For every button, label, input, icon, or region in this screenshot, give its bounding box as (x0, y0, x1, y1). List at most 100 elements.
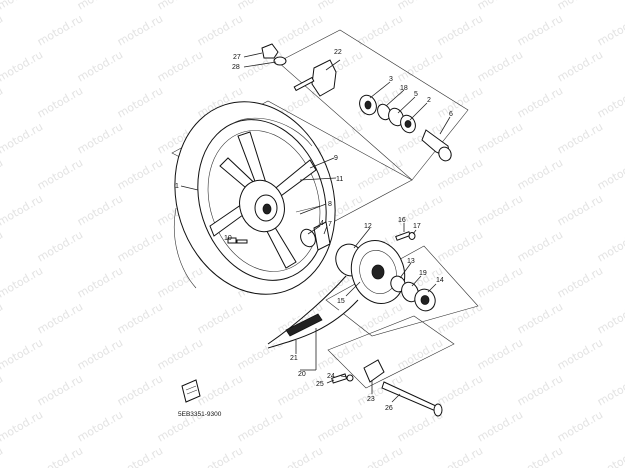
washer-28 (273, 56, 287, 66)
watermark-text: motod.ru (595, 12, 625, 48)
watermark-text: motod.ru (35, 228, 85, 264)
callout-18: 18 (400, 85, 408, 92)
spacer-6-end (438, 146, 452, 162)
watermark-text: motod.ru (155, 0, 205, 13)
guide-line-8 (295, 205, 321, 213)
watermark-text: motod.ru (435, 12, 485, 48)
leader-lines (180, 52, 451, 403)
watermark-text: motod.ru (115, 372, 165, 408)
watermark-text: motod.ru (235, 408, 285, 444)
drive-chain (267, 275, 359, 349)
watermark-text: motod.ru (595, 156, 625, 192)
watermark-text: motod.ru (35, 12, 85, 48)
watermark-text: motod.ru (195, 12, 245, 48)
callout-27: 27 (233, 54, 241, 61)
callout-21: 21 (290, 355, 298, 362)
tire-tread-line (231, 117, 313, 147)
watermark-text: motod.ru (435, 228, 485, 264)
callout-10: 10 (224, 235, 232, 242)
callout-19: 19 (419, 270, 427, 277)
watermark-text: motod.ru (515, 84, 565, 120)
watermark-text: motod.ru (155, 336, 205, 372)
watermark-text: motod.ru (475, 264, 525, 300)
watermark-text: motod.ru (75, 0, 125, 13)
watermark-text: motod.ru (435, 84, 485, 120)
watermark-text: motod.ru (515, 300, 565, 336)
watermark-text: motod.ru (555, 48, 605, 84)
circlip-18 (377, 103, 391, 121)
watermark-text: motod.ru (195, 372, 245, 408)
watermark-text: motod.ru (315, 408, 365, 444)
watermark-text: motod.ru (115, 84, 165, 120)
sprocket-bore (371, 264, 385, 280)
callout-28: 28 (232, 64, 240, 71)
circlip-19 (401, 281, 419, 303)
nut-24 (346, 374, 354, 382)
watermark-text: motod.ru (115, 156, 165, 192)
callout-1: 1 (175, 183, 179, 190)
callout-20: 20 (298, 371, 306, 378)
valve-body (227, 237, 237, 244)
watermark-text: motod.ru (435, 372, 485, 408)
hub-bore (262, 203, 272, 215)
oil-seal-14-bore (420, 295, 430, 305)
watermark-text: motod.ru (555, 336, 605, 372)
lower-axle-parts (331, 359, 443, 417)
watermark-text: motod.ru (0, 300, 5, 336)
watermark-text: motod.ru (515, 444, 565, 468)
watermark-text: motod.ru (0, 0, 45, 13)
watermark-text: motod.ru (75, 48, 125, 84)
upper-axle-plane (277, 29, 469, 181)
watermark-text: motod.ru (395, 336, 445, 372)
callout-22: 22 (334, 49, 342, 56)
callout-14: 14 (436, 277, 444, 284)
watermark-text: motod.ru (475, 192, 525, 228)
callout-5: 5 (414, 91, 418, 98)
watermark-text: motod.ru (475, 408, 525, 444)
axle-head-26 (433, 403, 443, 417)
bearing-5 (388, 107, 404, 127)
callout-8: 8 (328, 201, 332, 208)
bearing-2-bore (404, 120, 412, 128)
watermark-text: motod.ru (595, 372, 625, 408)
callout-4: 4 (320, 220, 324, 227)
watermark-text: motod.ru (475, 336, 525, 372)
callout-12: 12 (364, 223, 372, 230)
watermark-text: motod.ru (75, 408, 125, 444)
watermark-text: motod.ru (595, 228, 625, 264)
watermark-text: motod.ru (475, 0, 525, 13)
watermark-text: motod.ru (435, 444, 485, 468)
nut-27 (261, 43, 279, 59)
callout-labels: 1 2 3 4 5 6 7 8 9 10 11 12 13 14 15 16 1… (175, 49, 453, 412)
watermark-text: motod.ru (275, 444, 325, 468)
watermark-text: motod.ru (115, 12, 165, 48)
watermark-text: motod.ru (0, 48, 45, 84)
bearing-4 (300, 228, 316, 248)
watermark-text: motod.ru (355, 156, 405, 192)
watermark-text: motod.ru (395, 48, 445, 84)
watermark-text: motod.ru (395, 0, 445, 13)
watermark-text: motod.ru (515, 12, 565, 48)
manual-symbol (181, 379, 201, 403)
rear-wheel (173, 101, 336, 295)
oil-seal-3-bore (364, 100, 372, 110)
callout-3: 3 (389, 76, 393, 83)
valve-stem (236, 239, 248, 244)
watermark-text: motod.ru (0, 264, 45, 300)
adjusting-bolt (293, 76, 315, 92)
upper-parts (261, 43, 452, 162)
callout-7: 7 (328, 221, 332, 228)
watermark-text: motod.ru (0, 120, 45, 156)
watermark-text: motod.ru (515, 228, 565, 264)
watermark-text: motod.ru (355, 12, 405, 48)
watermark-text: motod.ru (0, 84, 5, 120)
callout-24: 24 (327, 373, 335, 380)
callout-2: 2 (427, 97, 431, 104)
watermark-text: motod.ru (555, 408, 605, 444)
diagram-code: 5EB3351-9300 (178, 411, 222, 418)
watermark-text: motod.ru (0, 444, 5, 468)
callout-17: 17 (413, 223, 421, 230)
book-lines (185, 385, 198, 395)
